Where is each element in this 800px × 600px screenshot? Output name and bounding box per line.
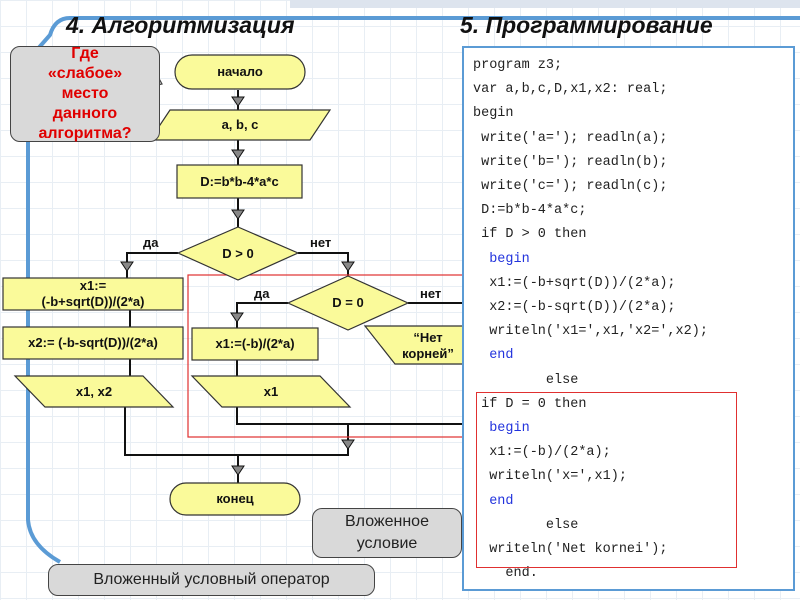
code-line: write('b='); readln(b); xyxy=(473,154,668,170)
question-line: Где xyxy=(71,45,99,62)
x1-block: x1:=(-b+sqrt(D))/(2*a) xyxy=(3,278,183,310)
x1-line: x1:= xyxy=(79,278,107,293)
code-line: x2:=(-b-sqrt(D))/(2*a); xyxy=(473,300,676,316)
code-line: else xyxy=(473,517,579,533)
code-line: begin xyxy=(473,106,514,122)
code-line: writeln('x1=',x1,'x2=',x2); xyxy=(473,324,708,340)
code-line: else xyxy=(473,372,579,388)
code-line: x1:=(-b+sqrt(D))/(2*a); xyxy=(473,275,676,291)
x2-block: x2:= (-b-sqrt(D))/(2*a) xyxy=(28,335,158,350)
calc-d-block: D:=b*b-4*a*c xyxy=(200,173,279,189)
condition-d-eq-0: D = 0 xyxy=(332,295,364,310)
code-keyword: begin xyxy=(473,421,530,437)
programming-title: 5. Программирование xyxy=(460,12,713,38)
question-callout xyxy=(10,46,160,142)
code-line: write('c='); readln(c); xyxy=(473,179,668,195)
code-line: end. xyxy=(473,566,538,582)
yes-label-2: да xyxy=(254,286,270,301)
code-line: if D = 0 then xyxy=(473,396,587,412)
yes-label: да xyxy=(143,235,159,250)
start-terminal: начало xyxy=(217,64,263,79)
condition-d-gt-0: D > 0 xyxy=(222,245,254,261)
code-keyword: end xyxy=(473,493,514,509)
end-terminal: конец xyxy=(216,491,254,506)
x1-single-block: x1:=(-b)/(2*a) xyxy=(215,336,295,351)
code-line: program z3; xyxy=(473,58,563,73)
x1-line: (-b+sqrt(D))/(2*a) xyxy=(41,294,145,309)
nested-operator-callout: Вложенный условный оператор xyxy=(48,564,375,596)
no-label-2: нет xyxy=(420,286,442,301)
code-line: writeln('x=',x1); xyxy=(473,469,627,485)
code-line: if D > 0 then xyxy=(473,227,587,243)
question-line: данного xyxy=(52,105,118,122)
code-line: write('a='); readln(a); xyxy=(473,130,668,146)
no-label: нет xyxy=(310,235,332,250)
code-line: x1:=(-b)/(2*a); xyxy=(473,445,611,461)
output-x1-x2: x1, x2 xyxy=(75,383,113,399)
code-keyword: begin xyxy=(473,251,530,267)
nested-condition-callout: Вложенное условие xyxy=(312,508,462,558)
code-line: var a,b,c,D,x1,x2: real; xyxy=(473,82,668,98)
code-line: D:=b*b-4*a*c; xyxy=(473,203,587,219)
code-keyword: end xyxy=(473,348,514,364)
question-line: место xyxy=(61,85,109,102)
no-roots-output: “Нет корней” xyxy=(402,330,454,361)
question-text: Где «слабое» место данного алгоритма? xyxy=(10,44,160,144)
output-x1: x1 xyxy=(263,383,279,399)
input-block: a, b, c xyxy=(221,117,259,132)
code-panel: program z3; var a,b,c,D,x1,x2: real; beg… xyxy=(462,46,795,591)
code-listing: program z3; var a,b,c,D,x1,x2: real; beg… xyxy=(473,54,708,586)
question-line: «слабое» xyxy=(47,65,123,82)
code-line: writeln('Net kornei'); xyxy=(473,542,668,558)
nested-code-highlight xyxy=(476,392,737,568)
algorithm-title: 4. Алгоритмизация xyxy=(66,12,295,38)
question-line: алгоритма? xyxy=(38,125,132,142)
